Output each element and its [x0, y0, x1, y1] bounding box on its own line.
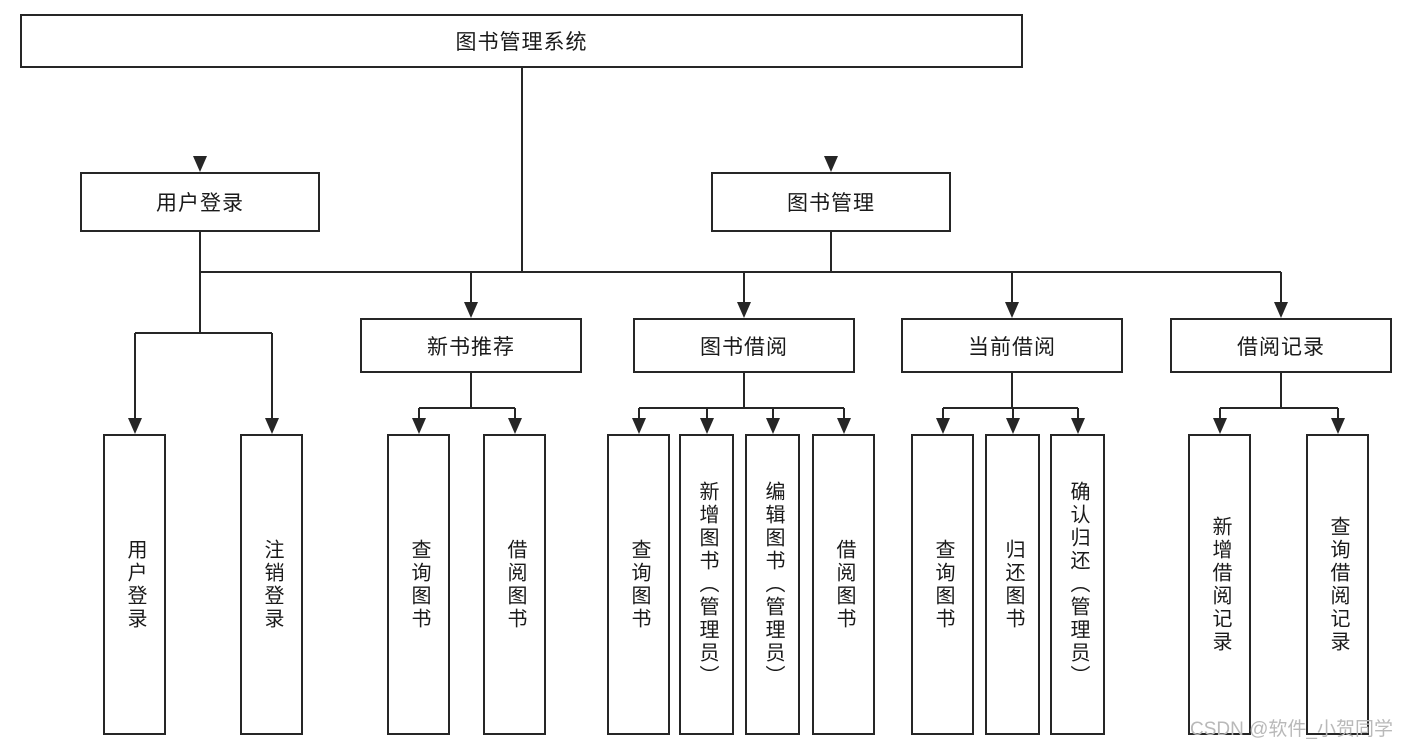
connector-branch [1218, 408, 1221, 418]
node-borrow-record[interactable]: 借阅记录 [1170, 318, 1392, 373]
node-book-manage[interactable]: 图书管理 [711, 172, 951, 232]
connector-bus [942, 407, 1078, 409]
connector-branch [842, 408, 845, 418]
connector-branch [270, 333, 273, 418]
node-user-login[interactable]: 用户登录 [80, 172, 320, 232]
connector-bus [1219, 407, 1338, 409]
connector-branch [513, 408, 516, 418]
connector-branch [417, 408, 420, 418]
node-leaf-add-record[interactable]: 新增借阅记录 [1188, 434, 1251, 735]
connector-stem [1011, 373, 1013, 408]
node-label: 新书推荐 [427, 335, 515, 359]
node-label: 查询图书 [628, 538, 650, 631]
arrowhead-icon [836, 418, 851, 434]
arrowhead-icon [935, 418, 950, 434]
node-leaf-borrow-book-2[interactable]: 借阅图书 [812, 434, 875, 735]
node-label: 新增图书（管理员） [696, 481, 718, 688]
node-label: 借阅图书 [833, 538, 855, 631]
arrowhead-icon [264, 418, 279, 434]
connector-branch [705, 408, 708, 418]
node-leaf-user-login[interactable]: 用户登录 [103, 434, 166, 735]
arrowhead-icon [699, 418, 714, 434]
connector-stem [199, 232, 201, 333]
connector-stem [520, 68, 523, 272]
connector-branch [743, 272, 745, 302]
connector-branch [1011, 272, 1013, 302]
arrowhead-icon [737, 302, 751, 318]
connector-branch [1280, 272, 1282, 302]
connector-stem [470, 373, 472, 408]
connector-branch [1336, 408, 1339, 418]
connector-bus [134, 332, 272, 334]
connector-branch [637, 408, 640, 418]
connector-bus [471, 271, 1281, 273]
node-leaf-add-book[interactable]: 新增图书（管理员） [679, 434, 734, 735]
arrowhead-icon [1070, 418, 1085, 434]
arrowhead-icon [1212, 418, 1227, 434]
node-leaf-borrow-book-1[interactable]: 借阅图书 [483, 434, 546, 735]
arrowhead-icon [1274, 302, 1288, 318]
node-label: 查询图书 [932, 538, 954, 631]
arrowhead-icon [127, 418, 142, 434]
node-leaf-edit-book[interactable]: 编辑图书（管理员） [745, 434, 800, 735]
arrowhead-icon [193, 156, 207, 172]
node-book-borrow[interactable]: 图书借阅 [633, 318, 855, 373]
node-leaf-user-logout[interactable]: 注销登录 [240, 434, 303, 735]
node-label: 借阅记录 [1237, 335, 1325, 359]
node-label: 注销登录 [261, 538, 283, 631]
connector-bus [418, 407, 515, 409]
connector-bus [638, 407, 844, 409]
node-leaf-query-book-3[interactable]: 查询图书 [911, 434, 974, 735]
node-label: 用户登录 [156, 192, 244, 215]
arrowhead-icon [824, 156, 838, 172]
connector-branch [941, 408, 944, 418]
node-label: 查询借阅记录 [1327, 515, 1349, 654]
node-label: 当前借阅 [968, 335, 1056, 359]
node-leaf-query-record[interactable]: 查询借阅记录 [1306, 434, 1369, 735]
arrowhead-icon [464, 302, 478, 318]
node-leaf-query-book-2[interactable]: 查询图书 [607, 434, 670, 735]
node-root[interactable]: 图书管理系统 [20, 14, 1023, 68]
connector-branch [1011, 408, 1014, 418]
connector-stem [830, 232, 832, 272]
connector-stem [1280, 373, 1282, 408]
node-label: 图书借阅 [700, 335, 788, 359]
connector-branch [133, 333, 136, 418]
connector-stem [743, 373, 745, 408]
node-new-book-rec[interactable]: 新书推荐 [360, 318, 582, 373]
node-label: 借阅图书 [504, 538, 526, 631]
arrowhead-icon [765, 418, 780, 434]
arrowhead-icon [411, 418, 426, 434]
node-label: 归还图书 [1002, 538, 1024, 631]
arrowhead-icon [1330, 418, 1345, 434]
connector-branch [470, 272, 472, 302]
arrowhead-icon [507, 418, 522, 434]
node-current-borrow[interactable]: 当前借阅 [901, 318, 1123, 373]
connector-branch [1076, 408, 1079, 418]
arrowhead-icon [1005, 302, 1019, 318]
node-leaf-query-book-1[interactable]: 查询图书 [387, 434, 450, 735]
node-label: 用户登录 [124, 538, 146, 631]
node-label: 图书管理 [787, 192, 875, 215]
arrowhead-icon [631, 418, 646, 434]
node-label: 确认归还（管理员） [1067, 481, 1089, 688]
node-leaf-return-book[interactable]: 归还图书 [985, 434, 1040, 735]
arrowhead-icon [1005, 418, 1020, 434]
node-label: 编辑图书（管理员） [762, 481, 784, 688]
node-label: 新增借阅记录 [1209, 515, 1231, 654]
node-label: 图书管理系统 [455, 31, 588, 54]
connector-branch [771, 408, 774, 418]
node-leaf-confirm-return[interactable]: 确认归还（管理员） [1050, 434, 1105, 735]
node-label: 查询图书 [408, 538, 430, 631]
